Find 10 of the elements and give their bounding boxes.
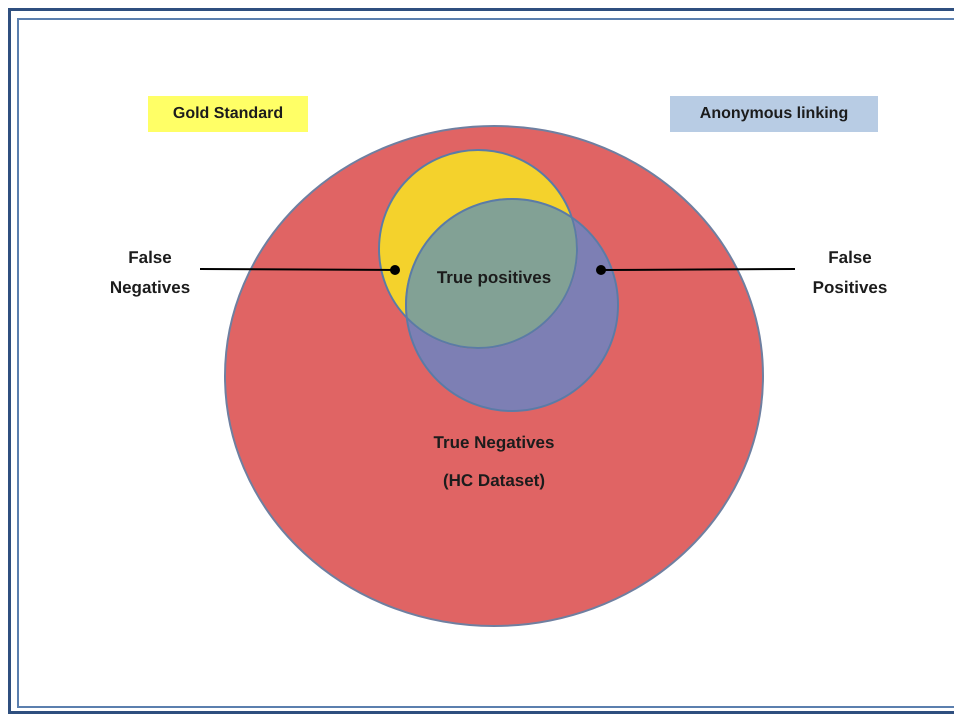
set-circle — [405, 198, 619, 412]
callout-label: False Positives — [812, 247, 888, 299]
region-label: (HC Dataset) — [442, 470, 546, 492]
legend-tag: Anonymous linking — [670, 96, 878, 132]
legend-tag: Gold Standard — [148, 96, 308, 132]
region-label: True positives — [436, 267, 552, 289]
callout-label: False Negatives — [108, 247, 192, 299]
leader-line — [200, 265, 400, 275]
leader-line — [596, 265, 795, 275]
region-label: True Negatives — [434, 432, 554, 454]
